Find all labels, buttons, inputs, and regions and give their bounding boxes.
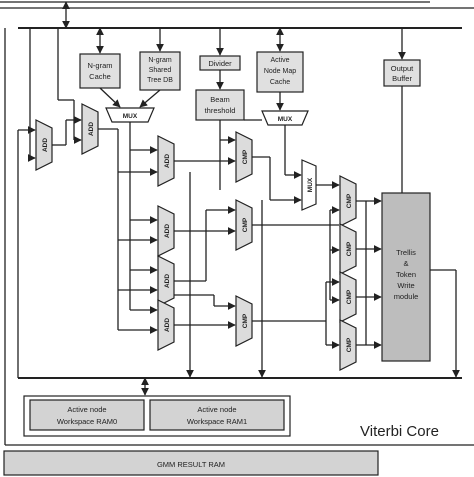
add-mid-3: ADD bbox=[157, 255, 175, 307]
ngram-shared-label-2: Shared bbox=[149, 67, 172, 74]
cmp-right-4: CMP bbox=[339, 319, 357, 371]
svg-text:Active node: Active node bbox=[67, 405, 106, 414]
mux-right: MUX bbox=[261, 110, 309, 126]
svg-text:Token: Token bbox=[396, 270, 416, 279]
mux-left-label: MUX bbox=[123, 113, 138, 120]
svg-text:module: module bbox=[394, 292, 419, 301]
wire-cache-mux bbox=[99, 87, 121, 108]
core-outline bbox=[4, 28, 474, 446]
cmp-right-2: CMP bbox=[339, 223, 357, 275]
trellis-token-write-module: Trellis & Token Write module bbox=[381, 192, 431, 362]
svg-text:CMP: CMP bbox=[242, 149, 249, 164]
svg-text:CMP: CMP bbox=[346, 241, 353, 256]
svg-text:ADD: ADD bbox=[42, 138, 49, 152]
output-buffer-block: Output Buffer bbox=[383, 59, 421, 87]
divider-label: Divider bbox=[208, 59, 232, 68]
mux-vertical-label: MUX bbox=[307, 177, 314, 192]
add-left-2: ADD bbox=[81, 103, 99, 155]
svg-text:Write: Write bbox=[397, 281, 414, 290]
ngram-shared-tree-db-block: N-gram Shared Tree DB bbox=[139, 51, 181, 91]
output-buffer-label-1: Output bbox=[391, 64, 414, 73]
add-mid-4: ADD bbox=[157, 299, 175, 351]
active-node-map-cache-block: Active Node Map Cache bbox=[256, 51, 304, 93]
top-edge-lines bbox=[0, 1, 474, 29]
cmp-right-1: CMP bbox=[339, 175, 357, 227]
viterbi-core-label: Viterbi Core bbox=[360, 423, 439, 440]
top-block-wires bbox=[96, 27, 406, 193]
svg-text:Workspace RAM1: Workspace RAM1 bbox=[187, 417, 247, 426]
workspace-ram0: Active node Workspace RAM0 bbox=[29, 399, 145, 431]
svg-text:&: & bbox=[403, 259, 408, 268]
active-node-map-label-1: Active bbox=[270, 57, 289, 64]
output-buffer-label-2: Buffer bbox=[392, 74, 412, 83]
mux-right-label: MUX bbox=[278, 116, 293, 123]
workspace-ram1: Active node Workspace RAM1 bbox=[149, 399, 285, 431]
ngram-cache-block: N-gram Cache bbox=[79, 53, 121, 89]
gmm-result-ram-label: GMM RESULT RAM bbox=[157, 460, 225, 469]
cmp-mid-2: CMP bbox=[235, 199, 253, 251]
ngram-shared-label-3: Tree DB bbox=[147, 77, 173, 84]
active-node-map-label-2: Node Map bbox=[264, 68, 296, 75]
svg-text:ADD: ADD bbox=[88, 122, 95, 136]
add-left-1: ADD bbox=[35, 119, 53, 171]
svg-text:CMP: CMP bbox=[242, 313, 249, 328]
cmp-mid-1: CMP bbox=[235, 131, 253, 183]
svg-text:CMP: CMP bbox=[242, 217, 249, 232]
active-node-map-label-3: Cache bbox=[270, 79, 290, 86]
cmp-mid-3: CMP bbox=[235, 295, 253, 347]
divider-block: Divider bbox=[199, 55, 241, 71]
add-mid-1: ADD bbox=[157, 135, 175, 187]
wire-shared-mux bbox=[139, 89, 161, 108]
beam-threshold-label-1: Beam bbox=[210, 95, 230, 104]
mux-vertical: MUX bbox=[301, 159, 317, 211]
workspace-ram-container bbox=[23, 395, 291, 437]
gmm-result-ram: GMM RESULT RAM bbox=[3, 450, 379, 476]
svg-text:ADD: ADD bbox=[164, 274, 171, 288]
svg-text:CMP: CMP bbox=[346, 289, 353, 304]
ngram-cache-label-1: N-gram bbox=[87, 61, 112, 70]
mux-left: MUX bbox=[105, 107, 155, 123]
add-mid-2: ADD bbox=[157, 205, 175, 257]
svg-text:CMP: CMP bbox=[346, 337, 353, 352]
svg-text:Workspace RAM0: Workspace RAM0 bbox=[57, 417, 117, 426]
svg-text:ADD: ADD bbox=[164, 154, 171, 168]
datapath-wires bbox=[17, 28, 460, 378]
svg-text:ADD: ADD bbox=[164, 318, 171, 332]
ngram-cache-label-2: Cache bbox=[89, 72, 111, 81]
ngram-shared-label-1: N-gram bbox=[148, 57, 172, 64]
svg-text:CMP: CMP bbox=[346, 193, 353, 208]
beam-threshold-label-2: threshold bbox=[205, 106, 236, 115]
cmp-right-3: CMP bbox=[339, 271, 357, 323]
beam-threshold-block: Beam threshold bbox=[195, 89, 245, 121]
svg-text:Trellis: Trellis bbox=[396, 248, 416, 257]
svg-text:ADD: ADD bbox=[164, 224, 171, 238]
svg-text:Active node: Active node bbox=[197, 405, 236, 414]
